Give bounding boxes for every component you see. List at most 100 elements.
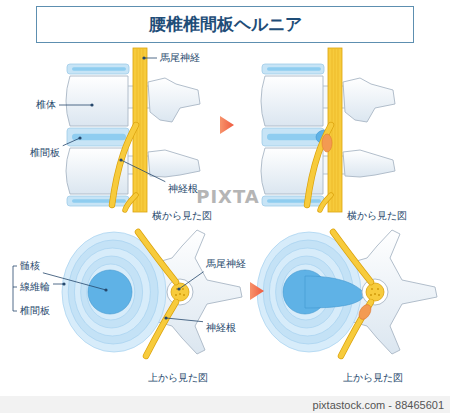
disc-inner-band (267, 199, 321, 203)
intervertebral-disc (262, 64, 324, 74)
nerve-fiber (335, 49, 336, 211)
nerve-root (320, 195, 331, 210)
part-label: 馬尾神経 (206, 258, 246, 270)
nerve-root (125, 195, 136, 210)
transition-arrow (220, 116, 234, 134)
leader-line (53, 284, 64, 285)
nucleus (88, 270, 132, 314)
vertebral-arch (158, 230, 242, 354)
annulus-ring (74, 248, 150, 336)
nerve-root-outline (112, 125, 136, 205)
intervertebral-disc (262, 196, 324, 206)
nerve-dot (370, 294, 372, 296)
nerve-root-outline (138, 232, 176, 282)
leader-dot (104, 288, 107, 291)
compressed-nerve (357, 303, 374, 322)
intervertebral-disc (67, 64, 129, 74)
spinous-process (343, 150, 395, 177)
leader-line (121, 160, 165, 182)
disc-inner-band (72, 199, 126, 203)
nerve-fiber (140, 49, 141, 211)
vertebral-arch (353, 230, 437, 354)
nerve-root-outline (125, 195, 136, 210)
leader-line (166, 318, 203, 322)
part-label: 線維輪 (20, 281, 50, 293)
leader-line (63, 138, 80, 146)
cauda-equina-section (366, 283, 384, 301)
watermark: PIXTA (196, 186, 260, 207)
side-view (261, 48, 395, 212)
annulus-ring (68, 240, 158, 344)
leader-dot (62, 282, 65, 285)
nerve-root (138, 232, 176, 282)
spinal-canal (167, 279, 193, 305)
credit-text: pixtastock.com - 88465601 (313, 398, 444, 412)
leader-line (144, 58, 157, 59)
intervertebral-disc (262, 128, 324, 146)
leader-line (43, 273, 106, 290)
vertebral-body (261, 76, 323, 126)
bracket (13, 266, 17, 311)
leader-line (59, 105, 92, 106)
part-label: 椎間板 (20, 305, 50, 317)
nerve-dot (175, 294, 177, 296)
leader-dot (164, 316, 167, 319)
part-label: 椎間板 (30, 147, 60, 159)
nerve-root-outline (333, 232, 371, 282)
disc-inner-band (267, 67, 321, 71)
title-box: 腰椎椎間板ヘルニア (36, 6, 414, 43)
intervertebral-disc (67, 128, 129, 146)
transition-arrow (250, 282, 264, 300)
nerve-root (307, 125, 331, 205)
nerve-fiber (143, 49, 144, 211)
credit-strip (0, 396, 450, 413)
spinous-process (148, 150, 200, 177)
part-label: 神経根 (206, 322, 236, 334)
nerve-dot (183, 294, 185, 296)
nerve-dot (182, 288, 184, 290)
annulus-ring (87, 264, 135, 320)
disc-inner-band (72, 67, 126, 71)
view-caption: 横から見た図 (347, 210, 407, 222)
spinous-process (343, 78, 395, 122)
vertebral-body (66, 76, 128, 126)
view-caption: 上から見た図 (148, 372, 208, 384)
leader-dot (177, 287, 180, 290)
nerve-root (333, 232, 371, 282)
leader-dot (90, 103, 93, 106)
top-view (62, 230, 242, 356)
nerve-dot (378, 294, 380, 296)
nerve-dot (179, 293, 181, 295)
leader-dot (78, 136, 81, 139)
disc-inner-band (267, 134, 321, 140)
leader-line (179, 272, 204, 289)
part-label: 馬尾神経 (160, 52, 200, 64)
view-caption: 上から見た図 (343, 372, 403, 384)
nerve-dot (371, 288, 373, 290)
part-label: 神経根 (168, 183, 198, 195)
disc-inner-band (72, 134, 126, 140)
annulus-ring (81, 256, 143, 328)
nerve-root-outline (307, 125, 331, 205)
part-label: 髄核 (20, 260, 40, 272)
bracket-tick (13, 287, 17, 288)
diagram-title: 腰椎椎間板ヘルニア (149, 13, 302, 36)
top-view (257, 230, 437, 356)
nerve-fiber (338, 49, 339, 211)
cauda-equina-section (171, 283, 189, 301)
nerve-dot (377, 288, 379, 290)
nerve-root-outline (146, 302, 176, 356)
spinal-canal (362, 279, 388, 305)
spinous-process (148, 78, 200, 122)
intervertebral-disc (67, 196, 129, 206)
herniated-nucleus (305, 276, 365, 308)
nerve-root (112, 125, 136, 205)
side-view (66, 48, 200, 212)
leader-dot (142, 56, 145, 59)
leader-dot (119, 158, 122, 161)
nerve-dot (374, 293, 376, 295)
view-caption: 横から見た図 (152, 210, 212, 222)
nerve-root (146, 302, 176, 356)
part-label: 椎体 (36, 99, 56, 111)
